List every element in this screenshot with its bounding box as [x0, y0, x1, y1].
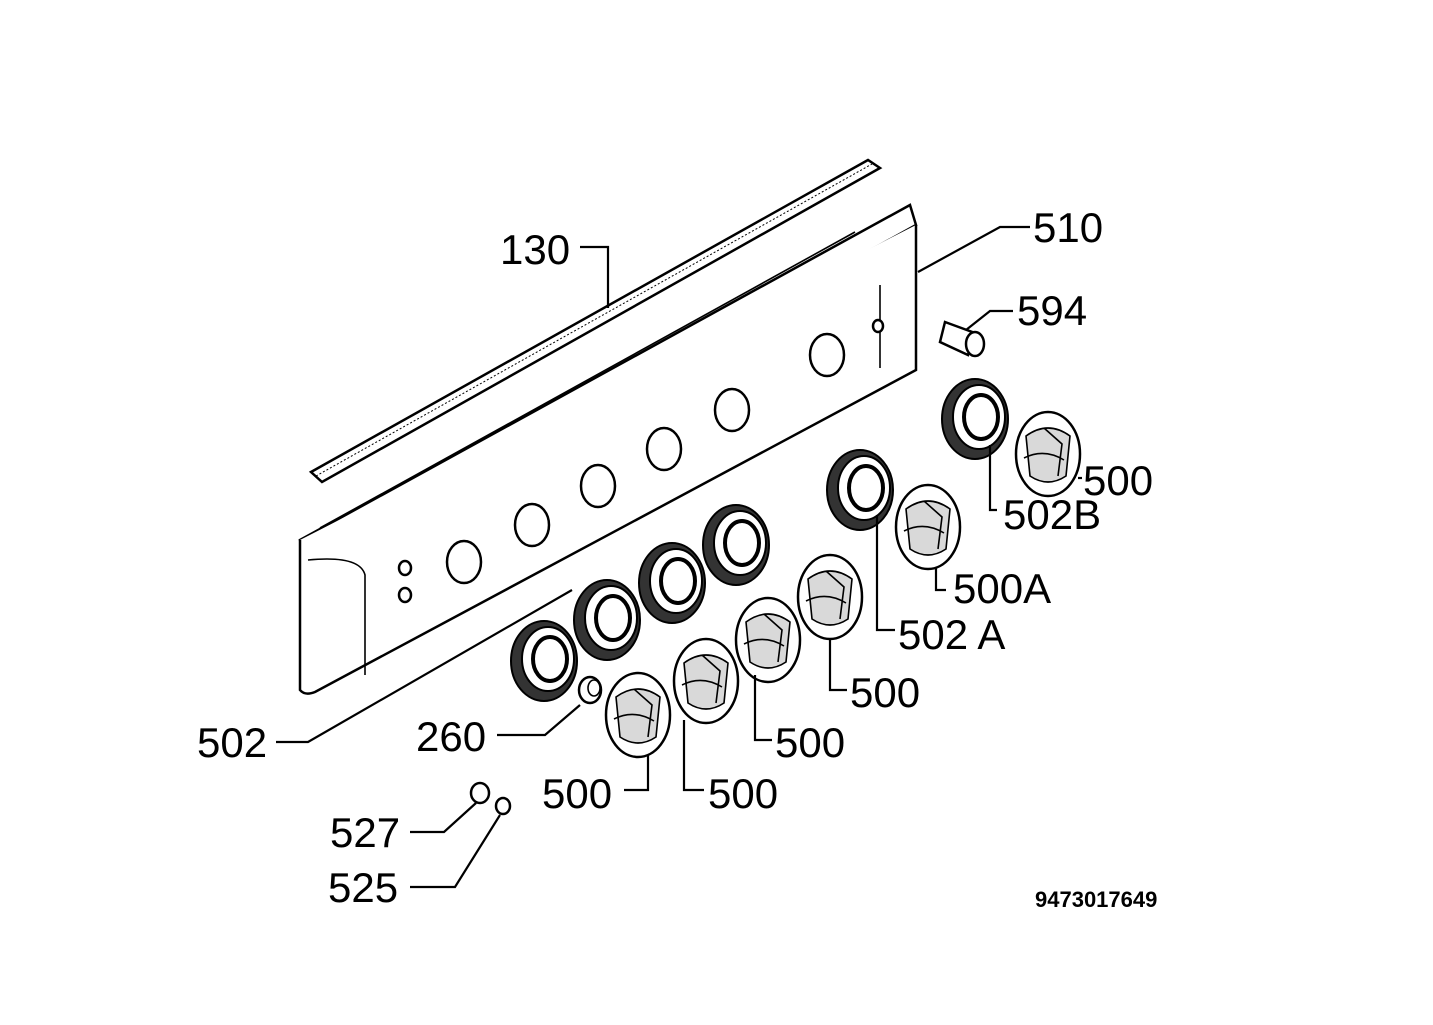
label-527: 527: [330, 809, 401, 856]
label-500-knob3: 500: [850, 669, 921, 716]
label-594: 594: [1017, 287, 1088, 334]
label-502a: 502 A: [898, 611, 1006, 658]
label-500-knob1a: 500: [542, 770, 613, 817]
label-130: 130: [500, 226, 571, 273]
indicator-lamp-594: [938, 320, 986, 358]
document-number: 9473017649: [1035, 887, 1158, 912]
label-502: 502: [197, 719, 268, 766]
label-510: 510: [1033, 204, 1104, 251]
label-525: 525: [328, 864, 399, 911]
label-500-right: 500: [1083, 457, 1154, 504]
small-caps-527-525: [469, 781, 512, 816]
label-502b: 502B: [1003, 491, 1102, 538]
control-panel-510: [298, 203, 918, 695]
seal-strip-130: [308, 158, 883, 484]
label-500-knob1b: 500: [708, 770, 779, 817]
leader-lines: [276, 225, 1082, 889]
label-500-knob2: 500: [775, 719, 846, 766]
label-500a: 500A: [953, 565, 1052, 612]
spacer-260: [577, 675, 603, 705]
label-260: 260: [416, 713, 487, 760]
